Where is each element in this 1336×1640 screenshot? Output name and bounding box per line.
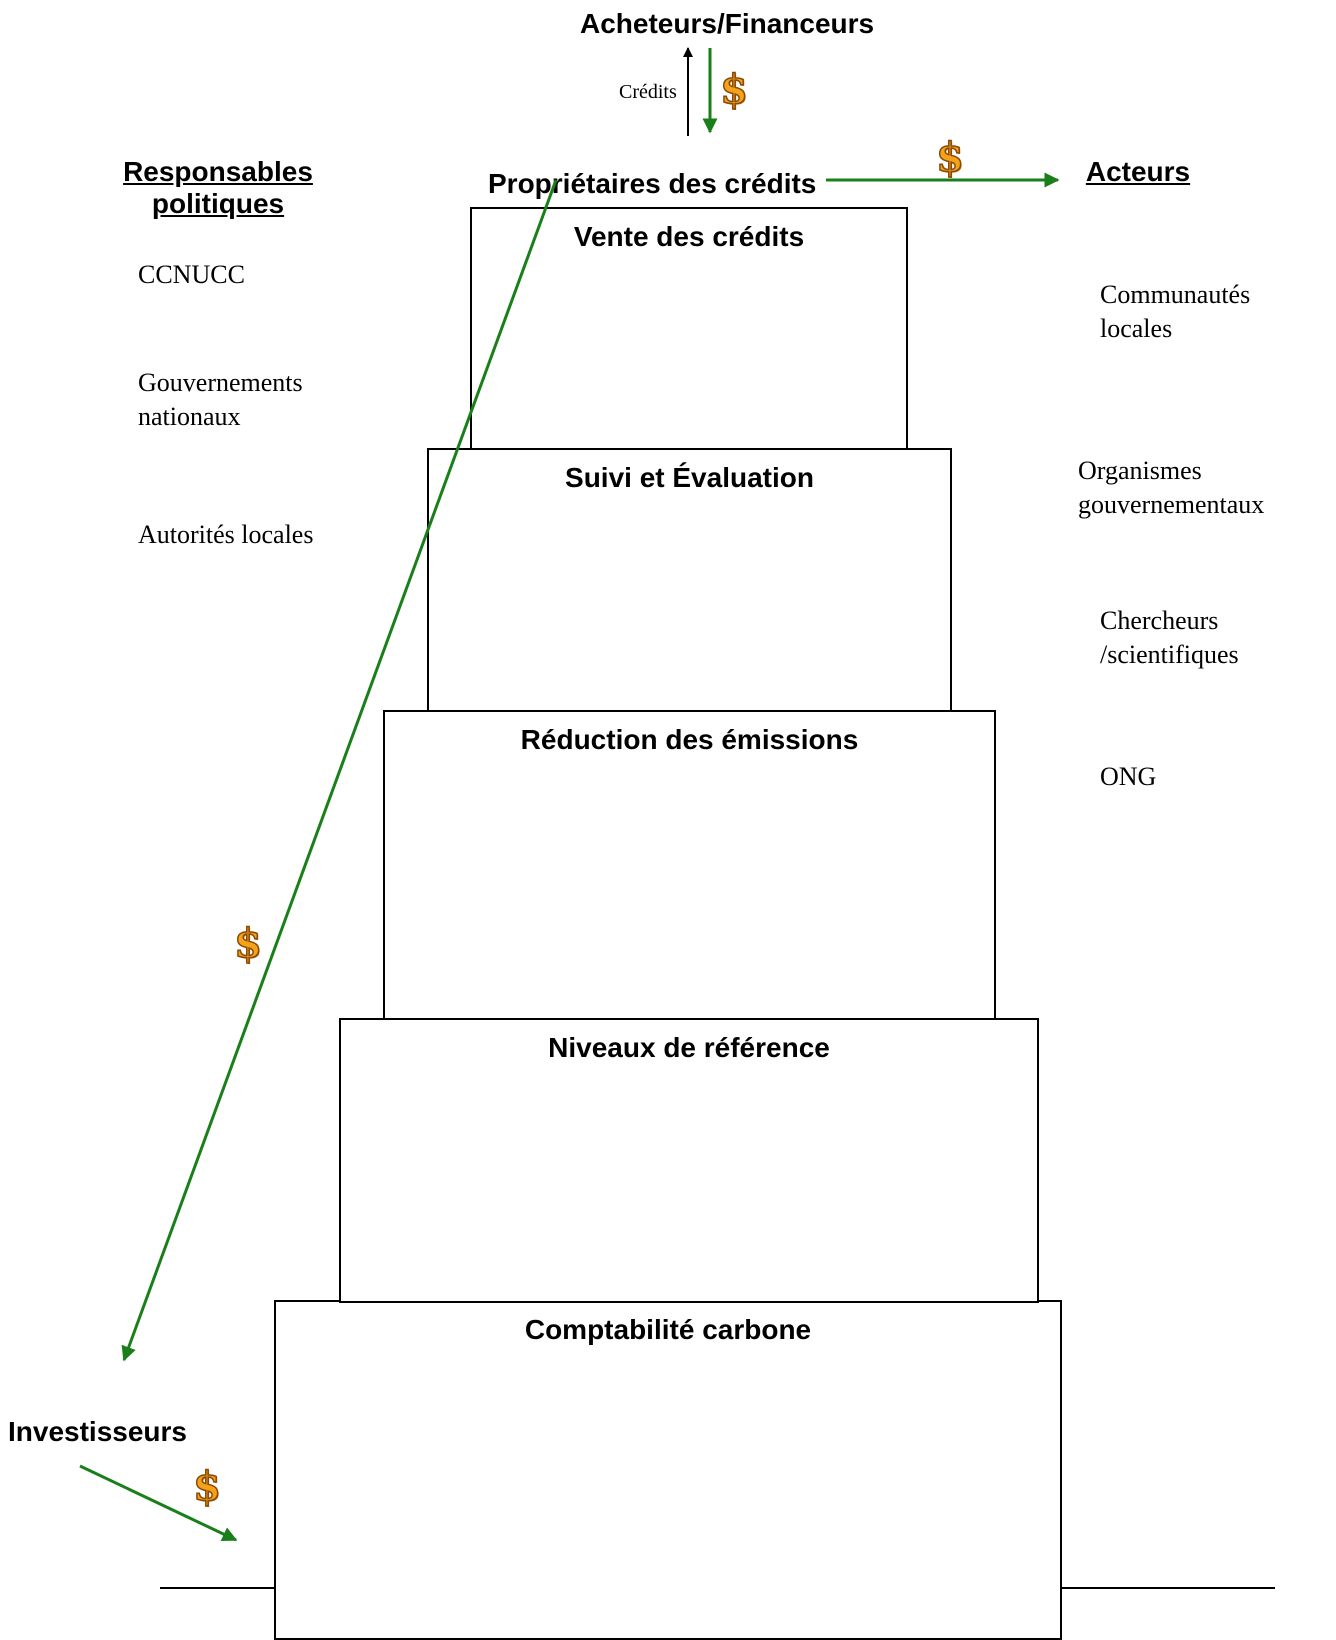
policymakers-heading: Responsables politiques <box>123 156 313 219</box>
ground-line-right <box>1060 1587 1275 1589</box>
tier-label: Niveaux de référence <box>548 1032 830 1063</box>
actors-heading: Acteurs <box>1085 156 1191 187</box>
credit-owners-label: Propriétaires des crédits <box>488 168 817 199</box>
dollar-icon: $ <box>935 134 964 181</box>
investors-label: Investisseurs <box>8 1416 187 1447</box>
credits-label: Crédits <box>619 81 677 103</box>
tier-label: Suivi et Évaluation <box>565 462 814 493</box>
buyers-label: Acheteurs/Financeurs <box>580 8 875 39</box>
dollar-icon: $ <box>192 1463 221 1510</box>
actor-item: ONG <box>1100 762 1157 791</box>
tier-comptabilite-carbone: Comptabilité carbone <box>274 1300 1062 1640</box>
tier-label: Vente des crédits <box>573 221 805 252</box>
policymaker-item: Gouvernements nationaux <box>138 368 303 431</box>
actor-item: Organismes gouvernementaux <box>1078 456 1265 519</box>
policymaker-item: CCNUCC <box>138 260 245 289</box>
tier-suivi-et-evaluation: Suivi et Évaluation <box>427 448 952 712</box>
tier-reduction-des-emissions: Réduction des émissions <box>383 710 996 1020</box>
policymaker-item: Autorités locales <box>138 520 314 549</box>
tier-label: Comptabilité carbone <box>524 1314 812 1345</box>
tier-niveaux-de-reference: Niveaux de référence <box>339 1018 1039 1303</box>
tier-label: Réduction des émissions <box>520 724 859 755</box>
dollar-icon: $ <box>719 66 748 113</box>
ground-line-left <box>160 1587 276 1589</box>
dollar-icon: $ <box>233 920 262 967</box>
actor-item: Communautés locales <box>1100 280 1251 343</box>
tier-vente-des-credits: Vente des crédits <box>470 207 908 450</box>
actor-item: Chercheurs /scientifiques <box>1100 606 1239 669</box>
